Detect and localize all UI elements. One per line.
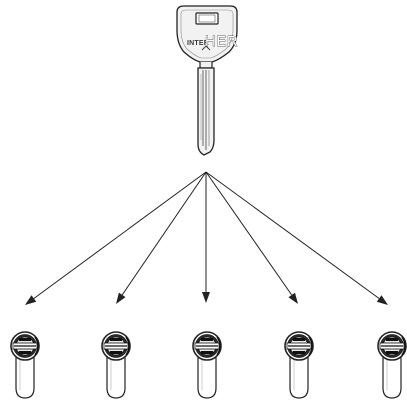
arrow-icon: [202, 172, 210, 303]
lock-cylinder-icon: [101, 331, 131, 399]
lock-cylinder-icon: [377, 331, 407, 399]
key-brand-main: HER: [205, 33, 238, 50]
lock-cylinder-icon: [10, 331, 40, 399]
lock-cylinder-icon: [192, 331, 222, 399]
arrow-icon: [116, 171, 207, 304]
arrow-icon: [205, 171, 388, 305]
cylinders-group: [10, 331, 407, 399]
arrows-group: [25, 171, 388, 305]
master-key-icon: INTER HER: [176, 5, 238, 156]
arrow-icon: [205, 171, 298, 304]
lock-cylinder-icon: [284, 331, 314, 399]
arrow-icon: [25, 171, 207, 305]
key-brand-prefix: INTER: [187, 40, 209, 47]
